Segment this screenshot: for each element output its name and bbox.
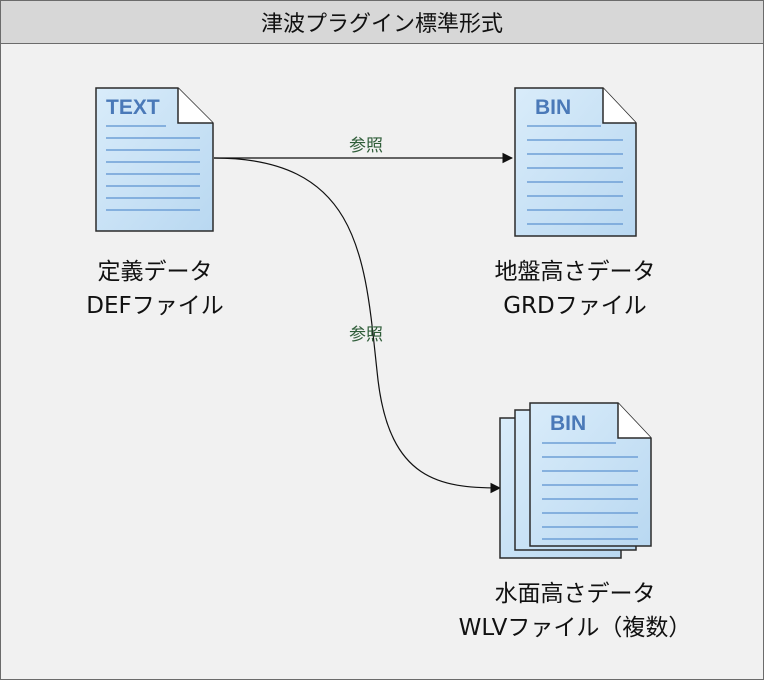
grd-file-name: GRDファイル <box>503 293 647 319</box>
def-file-label: 定義データ DEFファイル <box>60 255 250 323</box>
wlv-data-name: 水面高さデータ <box>494 581 656 607</box>
edge-def-to-wlv <box>213 157 502 494</box>
edge-label-grd: 参照 <box>349 136 383 156</box>
diagram-title: 津波プラグイン標準形式 <box>1 1 763 44</box>
grd-badge: BIN <box>535 96 571 119</box>
wlv-file-label: 水面高さデータ WLVファイル（複数） <box>440 577 710 645</box>
def-badge: TEXT <box>106 96 160 119</box>
grd-file-icon: BIN <box>514 87 637 237</box>
wlv-badge: BIN <box>550 412 586 435</box>
def-file-icon: TEXT <box>95 87 214 232</box>
grd-file-label: 地盤高さデータ GRDファイル <box>470 255 680 323</box>
edge-label-wlv: 参照 <box>349 325 383 345</box>
def-file-name: DEFファイル <box>86 293 224 319</box>
wlv-file-name: WLVファイル（複数） <box>458 615 692 641</box>
wlv-file-icon: BIN <box>499 402 652 559</box>
grd-data-name: 地盤高さデータ <box>494 259 656 285</box>
def-data-name: 定義データ <box>97 259 213 285</box>
